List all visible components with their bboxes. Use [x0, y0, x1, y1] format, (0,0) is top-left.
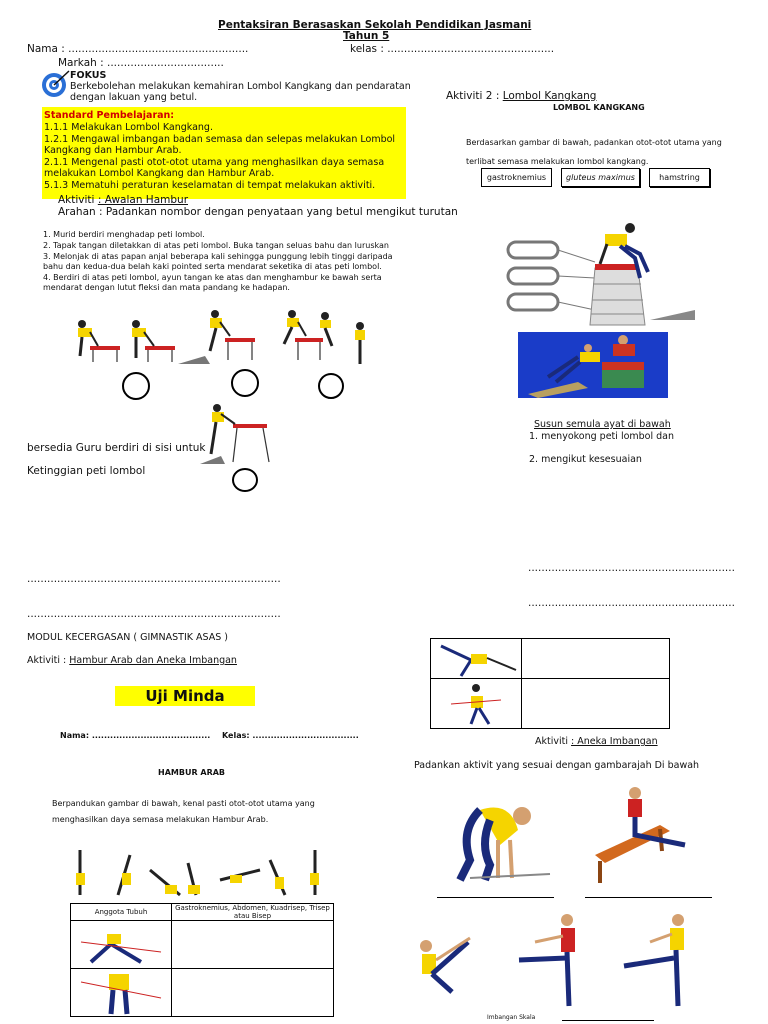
hambur-instruction: Berpandukan gambar di bawah, kenal pasti… [52, 799, 315, 824]
aktiviti1-step: 1. Murid berdiri menghadap peti lombol. [43, 230, 205, 239]
susun-answer-line-2[interactable]: ........................................… [528, 597, 735, 609]
aktiviti1-step: 3. Melonjak di atas papan anjal beberapa… [43, 252, 393, 271]
aktiviti1-title: : Awalan Hambur [97, 194, 189, 206]
aktiviti2-heading: Aktiviti 2 : Lombol Kangkang [446, 90, 596, 102]
aktiviti1-arahan: Arahan : Padankan nombor dengan penyataa… [58, 206, 458, 218]
muscle-box[interactable]: hamstring [649, 168, 710, 187]
answer-line-balance-1[interactable] [437, 897, 554, 898]
imbangan-table [430, 638, 670, 729]
answer-circle-4[interactable] [232, 468, 258, 492]
balance-figure-2 [590, 785, 695, 885]
lombol-instruction: Berdasarkan gambar di bawah, padankan ot… [466, 138, 722, 166]
aktiviti2-label: Aktiviti 2 : [446, 90, 500, 102]
aneka-title: : Aneka Imbangan [571, 736, 658, 747]
aktiviti2-title: Lombol Kangkang [502, 90, 597, 102]
table-cell-image-legs [70, 968, 172, 1017]
answer-line-2[interactable]: ........................................… [27, 608, 281, 620]
imbangan-skala-label: Imbangan Skala [487, 1014, 536, 1021]
kelas-field[interactable]: kelas : ................................… [350, 43, 555, 55]
hambur-arab-sequence-illustration [70, 845, 330, 900]
left-text-1: bersedia Guru berdiri di sisi untuk [27, 442, 206, 454]
uji-nama[interactable]: Nama: ..................................… [60, 731, 211, 740]
aktiviti1-label: Aktiviti [58, 194, 95, 206]
aneka-label: Aktiviti [535, 736, 568, 747]
table-header-otot: Gastroknemius, Abdomen, Kuadrisep, Trise… [171, 903, 334, 921]
vault-approach-illustration [195, 400, 275, 466]
fokus-text: Berkebolehan melakukan kemahiran Lombol … [70, 81, 411, 103]
lombol-heading: LOMBOL KANGKANG [553, 103, 645, 112]
table-header-anggota: Anggota Tubuh [70, 903, 172, 921]
balance-figure-3 [412, 932, 477, 1004]
answer-line-balance-2[interactable] [585, 897, 712, 898]
answer-line-bottom[interactable] [562, 1020, 654, 1021]
fokus-heading: FOKUS [70, 70, 107, 81]
aneka-instruction: Padankan aktivit yang sesuai dengan gamb… [414, 760, 700, 771]
table-answer-cell[interactable] [171, 968, 334, 1017]
standard-box: Standard Pembelajaran: 1.1.1 Melakukan L… [42, 107, 406, 199]
standard-item: 1.2.1 Mengawal imbangan badan semasa dan… [44, 134, 396, 156]
balance-figure-4 [515, 912, 585, 1008]
answer-circle-3[interactable] [318, 373, 344, 399]
modul-aktiviti-title: Hambur Arab dan Aneka Imbangan [69, 655, 237, 666]
left-text-2: Ketinggian peti lombol [27, 465, 146, 477]
nama-field[interactable]: Nama : .................................… [27, 43, 249, 55]
hambur-heading: HAMBUR ARAB [158, 768, 226, 777]
muscle-box[interactable]: gluteus maximus [561, 168, 640, 187]
susun-title: Susun semula ayat di bawah [534, 419, 671, 430]
susun-item: 1. menyokong peti lombol dan [529, 431, 675, 442]
page-title: Pentaksiran Berasaskan Sekolah Pendidika… [218, 19, 532, 31]
uji-minda-banner: Uji Minda [115, 686, 255, 706]
lombol-kangkang-illustration [500, 220, 700, 330]
aneka-heading: Aktiviti : Aneka Imbangan [535, 736, 658, 747]
aktiviti1-heading: Aktiviti : Awalan Hambur [58, 194, 188, 206]
uji-kelas[interactable]: Kelas: .................................… [222, 731, 359, 740]
imbangan-cell-image [430, 678, 522, 729]
balance-figure-5 [620, 912, 690, 1008]
standard-item: 1.1.1 Melakukan Lombol Kangkang. [44, 122, 213, 133]
standard-item: 2.1.1 Mengenal pasti otot-otot utama yan… [44, 157, 385, 179]
susun-answer-line-1[interactable]: ........................................… [528, 562, 735, 574]
answer-circle-1[interactable] [122, 372, 150, 400]
imbangan-answer-cell[interactable] [521, 678, 670, 729]
standard-item: 5.1.3 Mematuhi peraturan keselamatan di … [44, 180, 376, 191]
table-cell-image-arms [70, 920, 172, 969]
modul-aktiviti-label: Aktiviti : [27, 655, 67, 666]
answer-line-1[interactable]: ........................................… [27, 573, 281, 585]
modul-aktiviti: Aktiviti : Hambur Arab dan Aneka Imbanga… [27, 655, 237, 666]
aktiviti1-step: 4. Berdiri di atas peti lombol, ayun tan… [43, 273, 382, 292]
imbangan-cell-image [430, 638, 522, 679]
hambur-muscle-table: Anggota Tubuh Gastroknemius, Abdomen, Ku… [70, 903, 334, 1017]
susun-item: 2. mengikut kesesuaian [529, 454, 642, 465]
page-subtitle: Tahun 5 [343, 30, 390, 42]
answer-circle-2[interactable] [231, 369, 259, 397]
aktiviti1-step: 2. Tapak tangan diletakkan di atas peti … [43, 241, 389, 250]
lombol-spotting-illustration [518, 332, 668, 398]
muscle-box[interactable]: gastroknemius [481, 168, 552, 187]
markah-field[interactable]: Markah : ...............................… [58, 57, 224, 69]
vault-sequence-illustration [70, 306, 370, 366]
table-answer-cell[interactable] [171, 920, 334, 969]
modul-title: MODUL KECERGASAN ( GIMNASTIK ASAS ) [27, 632, 228, 643]
target-icon [40, 68, 72, 100]
balance-figure-1 [440, 790, 560, 890]
imbangan-answer-cell[interactable] [521, 638, 670, 679]
standard-heading: Standard Pembelajaran: [44, 110, 175, 121]
